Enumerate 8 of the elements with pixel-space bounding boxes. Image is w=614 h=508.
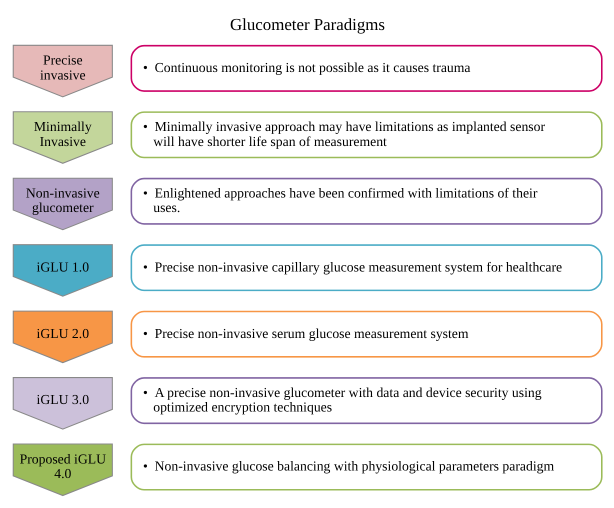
node-box: • Continuous monitoring is not possible as it causes trauma (130, 44, 602, 92)
node-box: • Minimally invasive approach may have limitations as implanted sensor will have shorter life span of measurement (130, 111, 602, 158)
node-box: • Non-invasive glucose balancing with physiological parameters paradigm (130, 444, 602, 491)
diagram-title: Glucometer Paradigms (230, 15, 384, 34)
node-box: • Precise non-invasive capillary glucose measurement system for healthcare (130, 244, 602, 292)
node-box: • Enlightened approaches have been confirmed with limitations of their uses. (130, 178, 602, 225)
node-box: • A precise non-invasive glucometer with data and device security using optimized encryption techniques (130, 377, 602, 424)
node-box: • Precise non-invasive serum glucose measurement system (130, 310, 602, 358)
